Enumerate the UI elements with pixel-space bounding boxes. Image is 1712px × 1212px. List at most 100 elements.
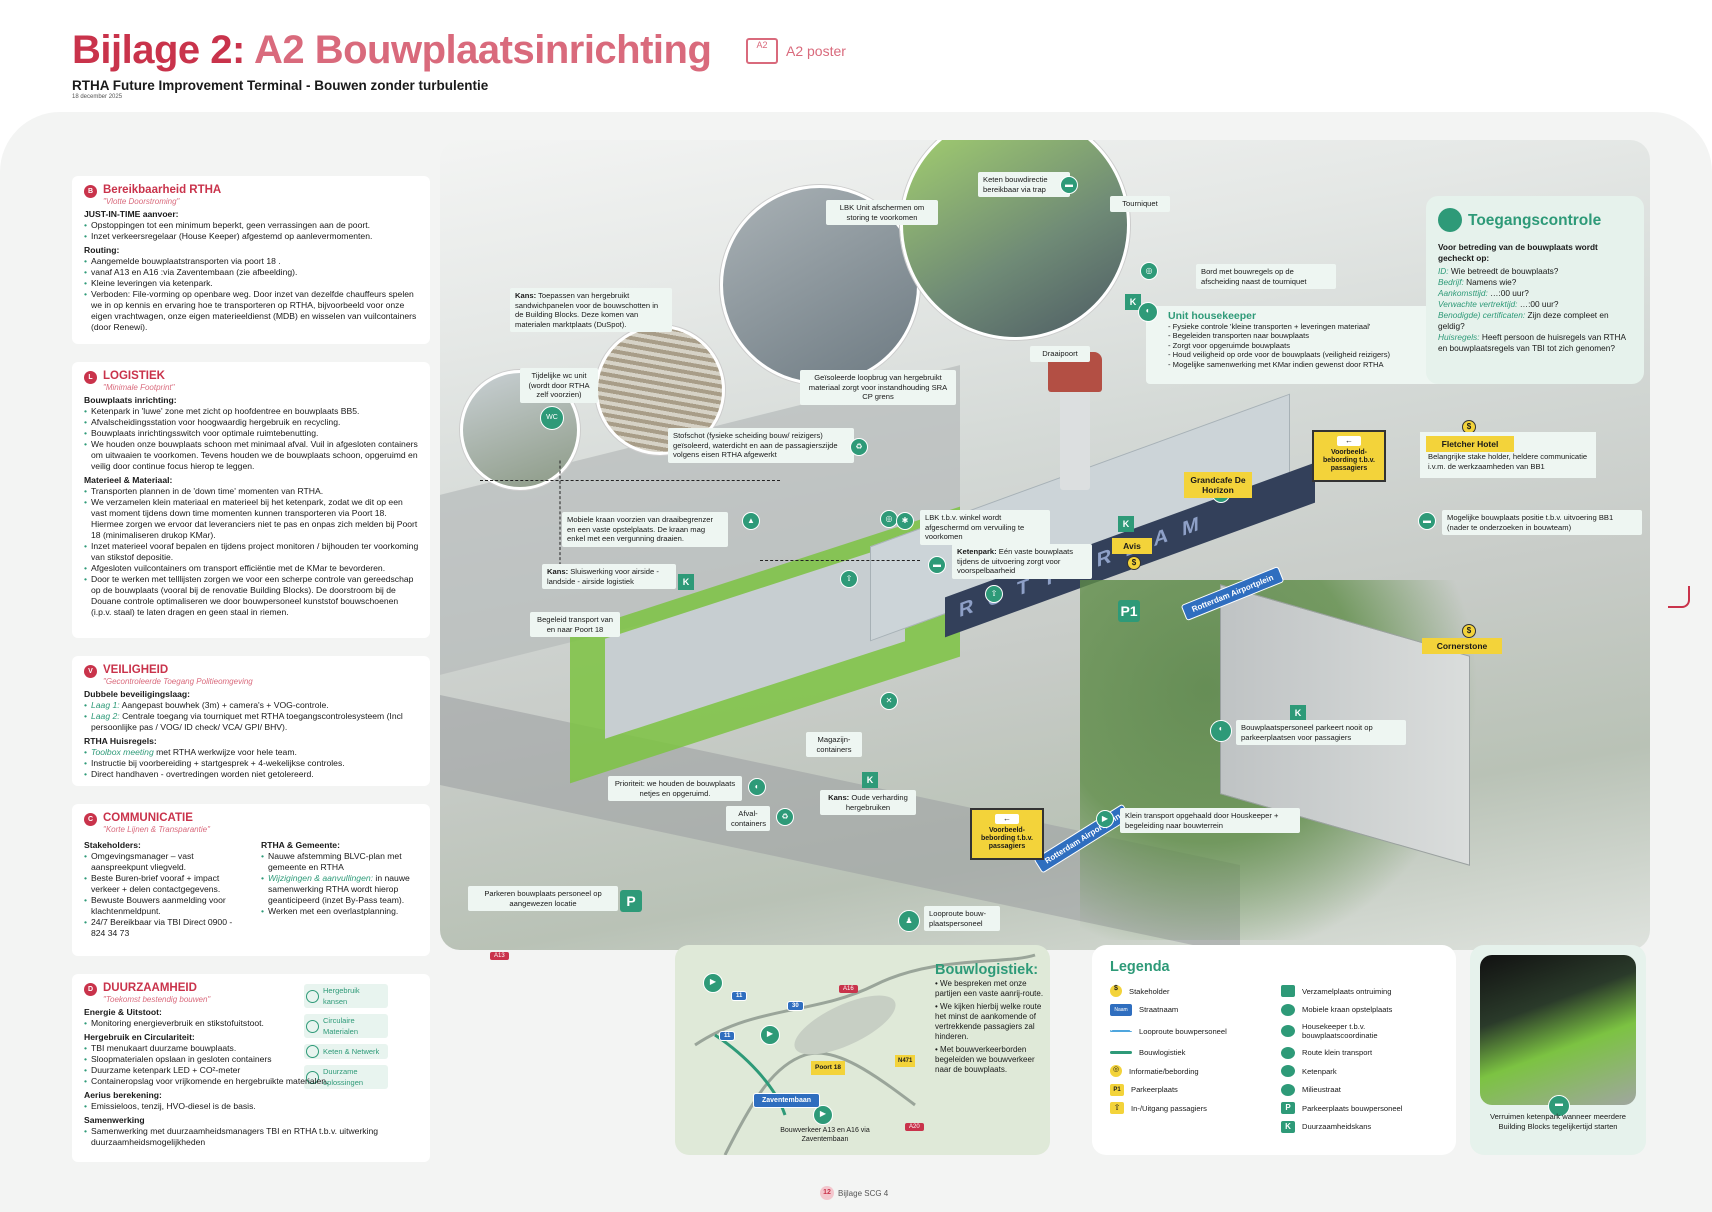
list-item: Omgevingsmanager – vast aanspreekpunt vl…	[84, 851, 243, 873]
list-item: Nauwe afstemming BLVC-plan met gemeente …	[261, 851, 420, 873]
list-item: Opstoppingen tot een minimum beperkt, ge…	[84, 220, 420, 231]
list-item: Aangemelde bouwplaatstransporten via poo…	[84, 256, 420, 267]
route-map: ▶ ▶ ▶ Zaventembaan Poort 18 A16 A20 N471…	[675, 945, 1050, 1155]
airport-area	[794, 995, 896, 1055]
recycle-icon: ♻	[850, 438, 868, 456]
list-item: Monitoring energieverbruik en stikstofui…	[84, 1018, 420, 1029]
list-item: Beste Buren-brief vooraf + impact verkee…	[84, 873, 243, 895]
truck-icon: ▶	[760, 1025, 780, 1045]
map-label-bouwverkeer: Bouwverkeer A13 en A16 via Zaventembaan	[780, 1127, 870, 1143]
solid-line-icon	[1110, 1051, 1132, 1054]
bouwlogistiek-title: Bouwlogistiek:	[935, 962, 1039, 978]
unit-housekeeper-title: Unit housekeeper	[1168, 310, 1257, 322]
truck-icon	[1281, 1046, 1295, 1059]
label-looproute: Looproute bouw-plaatspersoneel	[924, 906, 1000, 932]
poi-fletcher: Fletcher Hotel	[1426, 436, 1514, 452]
legend-item: Looproute bouwpersoneel	[1110, 1022, 1267, 1040]
crane-icon: ▲	[742, 512, 760, 530]
toegang-row: ID: Wie betreedt de bouwplaats?	[1438, 266, 1559, 276]
label-positie-bb1: Mogelijke bouwplaats positie t.b.v. uitv…	[1442, 510, 1642, 536]
legend-grid: $Stakeholder Verzamelplaats ontruiming N…	[1110, 985, 1438, 1133]
label-kans-sandwich: Kans: Toepassen van hergebruikt sandwich…	[510, 288, 672, 333]
label-loopbrug: Geïsoleerde loopbrug van hergebruikt mat…	[800, 370, 956, 405]
legend-item: Ketenpark	[1281, 1065, 1438, 1077]
info-dot: ◎	[1140, 262, 1158, 280]
list-item: • We bespreken met onze partijen een vas…	[935, 979, 1044, 998]
parking-person-icon: ◐	[1210, 720, 1232, 742]
poster-label: A2 poster	[786, 43, 846, 59]
housekeeper-icon: ◐	[1138, 302, 1158, 322]
sign-passagiers-2: ←Voorbeeld-bebording t.b.v. passagiers	[970, 808, 1044, 860]
k-badge: K	[862, 772, 878, 788]
toegang-row: Aankomsttijd: …:00 uur?	[1438, 288, 1529, 298]
list-item: - Zorgt voor opgeruimde bouwplaats	[1168, 340, 1290, 350]
label-lbk-winkel: LBK t.b.v. winkel wordt afgeschermd om v…	[920, 510, 1050, 545]
section-heading: JUST-IN-TIME aanvoer:	[84, 209, 179, 219]
boundary-line	[480, 480, 780, 481]
printer-icon: A2	[746, 38, 778, 64]
list-item: Door te werken met telllijsten zorgen we…	[84, 574, 420, 618]
toegangscontrole-title: Toegangscontrole	[1438, 208, 1632, 232]
title-prefix: Bijlage 2:	[72, 28, 245, 72]
crane-icon	[1281, 1003, 1295, 1016]
list-item: Wijzigingen & aanvullingen: in nauwe sam…	[261, 873, 420, 906]
label-parkeren: Parkeren bouwplaats personeel op aangewe…	[468, 886, 618, 912]
list-item: - Houd veiligheid op orde voor de bouwpl…	[1168, 350, 1391, 360]
housekeeper-icon	[1281, 1025, 1295, 1037]
poster-link[interactable]: A2 A2 poster	[746, 38, 846, 64]
sign-passagiers-1: ←Voorbeeld-bebording t.b.v. passagiers	[1312, 430, 1386, 482]
list-item: Kleine leveringen via ketenpark.	[84, 278, 420, 289]
toegang-row: Huisregels: Heeft persoon de huisregels …	[1438, 332, 1626, 353]
list-item: Bewuste Bouwers aanmelding voor klachten…	[84, 895, 243, 917]
recycle-icon	[306, 989, 319, 1003]
wc-icon: WC	[540, 406, 564, 430]
cleaning-icon: ◐	[748, 778, 766, 796]
list-item: Laag 1: Aangepast bouwhek (3m) + camera'…	[84, 700, 420, 711]
k-badge: K	[1118, 516, 1134, 532]
parking-p: P	[620, 890, 642, 912]
stakeholder-icon: $	[1110, 985, 1122, 997]
section-heading: RTHA Huisregels:	[84, 736, 157, 746]
footer-label: Bijlage SCG 4	[838, 1188, 889, 1198]
label-bord: Bord met bouwregels op de afscheiding na…	[1196, 264, 1336, 290]
keten-photo	[900, 140, 1130, 340]
list-item: Bouwplaats inrichtingsswitch voor optima…	[84, 428, 420, 439]
section-heading: Hergebruik en Circulariteit:	[84, 1032, 195, 1042]
list-item: • We kijken hierbij welke route het mins…	[935, 1002, 1042, 1041]
ketenpark-expansion-card: ▬ Verruimen ketenpark wanneer meerdere B…	[1470, 945, 1646, 1155]
card-title: Bereikbaarheid RTHA	[103, 184, 222, 196]
title-main: A2 Bouwplaatsinrichting	[253, 28, 712, 72]
map-label-zaventem: Zaventembaan	[753, 1093, 821, 1108]
card-logistiek: L LOGISTIEK "Minimale Footprint" Bouwpla…	[72, 362, 430, 638]
recycle-icon	[1281, 1083, 1295, 1096]
section-heading: Samenwerking	[84, 1115, 145, 1125]
ketenpark-photo	[1480, 955, 1636, 1105]
dashed-line-icon	[1110, 1030, 1132, 1032]
bouwlogistiek-panel: Bouwlogistiek: • We bespreken met onze p…	[935, 962, 1050, 1075]
stakeholder-icon: $	[1462, 420, 1476, 434]
legend-item	[1110, 1121, 1267, 1133]
section-heading: Stakeholders:	[84, 840, 141, 850]
card-subtitle: "Toekomst bestendig bouwen"	[103, 995, 211, 1004]
exit-icon: ⇧	[985, 585, 1003, 603]
stakeholder-icon: $	[1462, 624, 1476, 638]
card-title: COMMUNICATIE	[103, 812, 193, 824]
legend-item: ◎Informatie/bebording	[1110, 1065, 1267, 1077]
page-number: 12	[820, 1186, 834, 1200]
keten-icon	[1281, 1065, 1295, 1077]
street-icon: Naam	[1110, 1003, 1132, 1016]
label-klein-transport: Klein transport opgehaald door Houskeepe…	[1120, 808, 1300, 834]
map-label-a20: A20	[905, 1123, 924, 1131]
k-badge: K	[1290, 705, 1306, 721]
exit-icon: ⇧	[1110, 1102, 1124, 1114]
page-subtitle: RTHA Future Improvement Terminal - Bouwe…	[72, 78, 489, 93]
list-item: Laag 2: Centrale toegang via tourniquet …	[84, 711, 420, 733]
label-wc: Tijdelijke wc unit (wordt door RTHA zelf…	[520, 368, 598, 403]
k-badge: K	[1125, 294, 1141, 310]
arrow-left-icon: ←	[995, 814, 1019, 824]
poi-cornerstone: Cornerstone	[1422, 638, 1502, 654]
boundary-line	[760, 560, 920, 561]
map-road-number: 11	[731, 991, 748, 1001]
card-title: LOGISTIEK	[103, 370, 165, 382]
